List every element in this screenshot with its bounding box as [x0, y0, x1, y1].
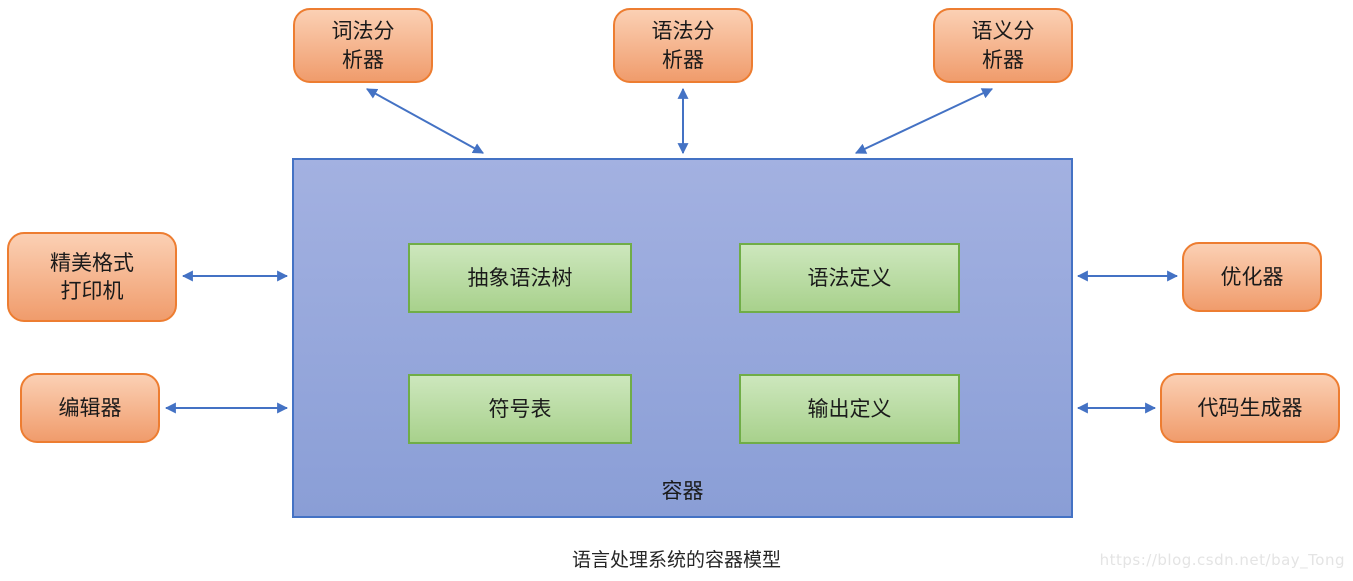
node-semantic-analyzer: 语义分 析器 — [933, 8, 1073, 83]
node-label: 词法分 析器 — [331, 19, 395, 72]
node-label: 编辑器 — [58, 395, 122, 420]
node-abstract-syntax-tree: 抽象语法树 — [408, 243, 632, 313]
container-label: 容器 — [661, 479, 704, 503]
node-optimizer: 优化器 — [1182, 242, 1322, 312]
node-syntax-analyzer: 语法分 析器 — [613, 8, 753, 83]
edge-lexer-container — [366, 88, 484, 154]
node-label: 符号表 — [488, 396, 552, 421]
node-syntax-definition: 语法定义 — [739, 243, 960, 313]
node-label: 语法定义 — [807, 265, 892, 290]
node-label: 抽象语法树 — [467, 265, 573, 290]
node-editor: 编辑器 — [20, 373, 160, 443]
node-label: 输出定义 — [807, 396, 892, 421]
container-box: 抽象语法树 语法定义 符号表 输出定义 容器 — [292, 158, 1073, 518]
node-symbol-table: 符号表 — [408, 374, 632, 444]
watermark-url: https://blog.csdn.net/bay_Tong — [1099, 551, 1345, 569]
node-pretty-printer: 精美格式 打印机 — [7, 232, 177, 322]
diagram-caption: 语言处理系统的容器模型 — [571, 549, 781, 571]
edge-semantic-container — [855, 88, 993, 154]
node-label: 代码生成器 — [1197, 395, 1303, 420]
node-label: 语法分 析器 — [651, 19, 715, 72]
node-label: 优化器 — [1220, 264, 1284, 289]
node-label: 语义分 析器 — [971, 19, 1035, 72]
node-output-definition: 输出定义 — [739, 374, 960, 444]
node-lexical-analyzer: 词法分 析器 — [293, 8, 433, 83]
node-code-generator: 代码生成器 — [1160, 373, 1340, 443]
node-label: 精美格式 打印机 — [50, 250, 134, 303]
